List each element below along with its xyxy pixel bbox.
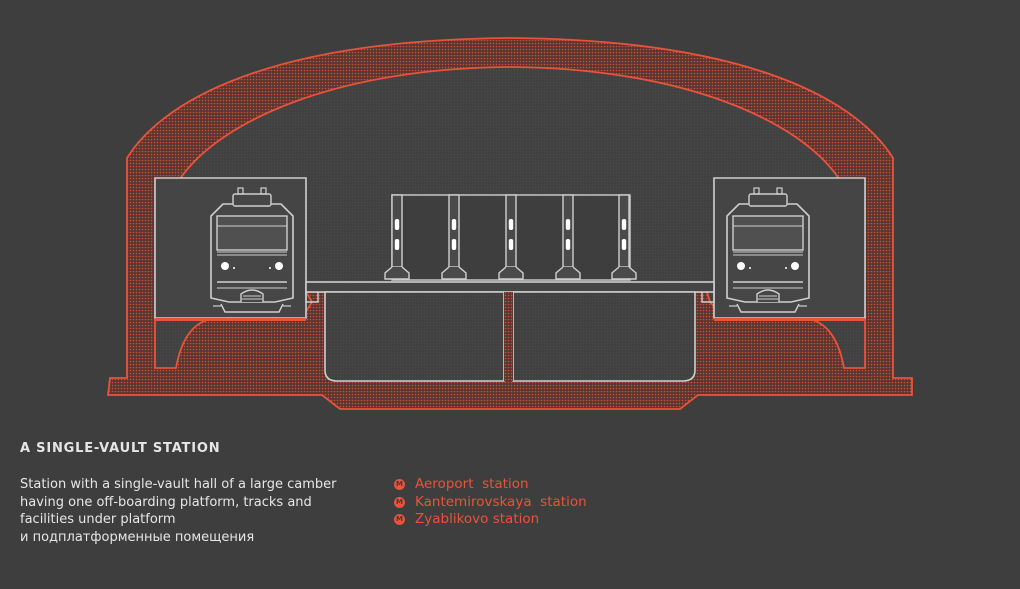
- platform-columns: [384, 194, 637, 281]
- station-item-kantemirovskaya[interactable]: M Kantemirovskaya station: [394, 494, 587, 512]
- station-link[interactable]: Kantemirovskaya station: [415, 493, 587, 510]
- station-item-zyablikovo[interactable]: M Zyablikovo station: [394, 511, 587, 529]
- under-platform-room-right: [512, 291, 696, 382]
- metro-icon: M: [394, 479, 405, 491]
- station-cross-section-diagram: [106, 37, 913, 410]
- train-right: [726, 187, 810, 313]
- under-platform-room-left: [324, 291, 505, 382]
- station-description: Station with a single-vault hall of a la…: [20, 476, 380, 546]
- station-item-aeroport[interactable]: M Aeroport station: [394, 476, 587, 494]
- description-line: having one off-boarding platform, tracks…: [20, 494, 312, 510]
- station-link[interactable]: Aeroport station: [415, 476, 529, 492]
- train-left: [210, 187, 294, 313]
- metro-icon: M: [394, 496, 405, 508]
- diagram-title: A SINGLE-VAULT STATION: [20, 441, 221, 456]
- description-line: facilities under platform: [20, 512, 176, 527]
- station-list: M Aeroport station M Kantemirovskaya sta…: [394, 476, 587, 529]
- description-line: Station with a single-vault hall of a la…: [20, 477, 337, 492]
- description-line: и подплатформенные помещения: [20, 529, 255, 545]
- station-link[interactable]: Zyablikovo station: [415, 511, 540, 527]
- metro-icon: M: [394, 514, 405, 526]
